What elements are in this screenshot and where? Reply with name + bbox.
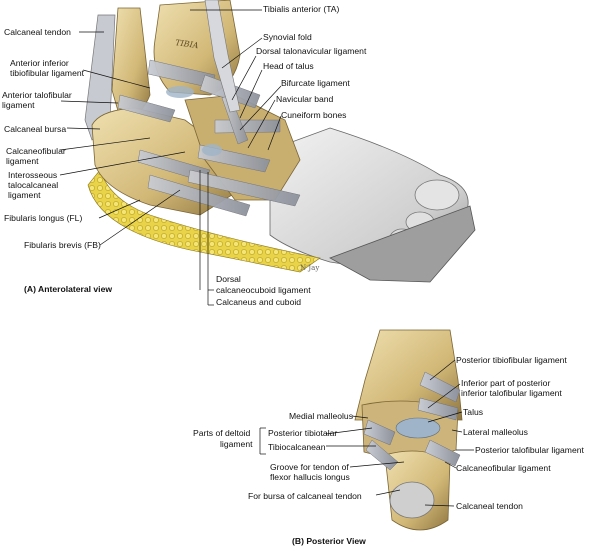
label-head-of-talus: Head of talus — [263, 61, 314, 71]
caption-panel-b: (B) Posterior View — [292, 536, 366, 546]
label-navicular-band: Navicular band — [276, 94, 334, 104]
label-posterior-tibiotalar: Posterior tibiotalar — [268, 428, 338, 438]
label-inferior-part-2: inferior talofibular ligament — [461, 388, 562, 398]
tibia-bone-text: TIBIA — [175, 38, 200, 50]
label-dorsal-calcaneocuboid-2: calcaneocuboid ligament — [216, 285, 311, 295]
label-groove-1: Groove for tendon of — [270, 462, 349, 472]
label-anterior-talofibular-1: Anterior talofibular — [2, 90, 72, 100]
label-tibialis-anterior: Tibialis anterior (TA) — [263, 4, 340, 14]
label-bifurcate: Bifurcate ligament — [281, 78, 350, 88]
label-interosseous-2: talocalcaneal — [8, 180, 59, 190]
posterior-ligaments — [363, 371, 461, 471]
label-interosseous-1: Interosseous — [8, 170, 58, 180]
label-lateral-malleolus: Lateral malleolus — [463, 427, 528, 437]
label-talus: Talus — [463, 407, 484, 417]
label-inferior-part-1: Inferior part of posterior — [461, 378, 551, 388]
label-anterior-inferior-2: tibiofibular ligament — [10, 68, 85, 78]
ligament-bands — [117, 59, 301, 217]
label-calcaneus-cuboid: Calcaneus and cuboid — [216, 297, 302, 307]
big-toe — [414, 179, 460, 211]
label-medial-malleolus: Medial malleolus — [289, 411, 354, 421]
synovial-fold-shape — [166, 86, 194, 98]
label-posterior-talofibular: Posterior talofibular ligament — [475, 445, 584, 455]
ankle-posterior-drawing — [354, 329, 463, 531]
label-fibularis-brevis: Fibularis brevis (FB) — [24, 240, 101, 250]
label-interosseous-3: ligament — [8, 190, 41, 200]
label-calcaneofibular-1: Calcaneofibular — [6, 146, 66, 156]
label-fibularis-longus: Fibularis longus (FL) — [4, 213, 83, 223]
calcaneal-tendon-stump — [389, 481, 435, 519]
label-parts-of-deltoid-2: ligament — [220, 439, 253, 449]
label-calcaneal-bursa: Calcaneal bursa — [4, 124, 67, 134]
label-dorsal-calcaneocuboid-1: Dorsal — [216, 274, 241, 284]
sole-plate — [329, 205, 476, 283]
foot-anterolateral-drawing: TIBIA N Jay — [84, 0, 476, 283]
label-calcaneal-tendon-b: Calcaneal tendon — [456, 501, 523, 511]
label-posterior-tibiofibular: Posterior tibiofibular ligament — [456, 355, 567, 365]
joint-cavity-shape — [202, 144, 222, 156]
label-cuneiform-bones: Cuneiform bones — [281, 110, 347, 120]
label-bursa-calcaneal-tendon: For bursa of calcaneal tendon — [248, 491, 362, 501]
label-synovial-fold: Synovial fold — [263, 32, 312, 42]
label-calcaneal-tendon: Calcaneal tendon — [4, 27, 71, 37]
label-tibiocalcanean: Tibiocalcanean — [268, 442, 326, 452]
label-groove-2: flexor hallucis longus — [270, 472, 350, 482]
tibialis-anterior-tendon — [204, 0, 241, 113]
label-dorsal-talonavicular: Dorsal talonavicular ligament — [256, 46, 367, 56]
label-parts-of-deltoid-1: Parts of deltoid — [193, 428, 251, 438]
label-anterior-talofibular-2: ligament — [2, 100, 35, 110]
artist-signature: N Jay — [300, 264, 319, 272]
leader-lines — [59, 9, 474, 507]
label-calcaneofibular-2: ligament — [6, 156, 39, 166]
tibia-fibula-posterior — [354, 329, 463, 421]
heel-fat-pad — [87, 169, 321, 273]
label-calcaneofibular-b: Calcaneofibular ligament — [456, 463, 551, 473]
talus-articular — [395, 417, 441, 439]
label-anterior-inferior-1: Anterior inferior — [10, 58, 69, 68]
caption-panel-a: (A) Anterolateral view — [24, 284, 113, 294]
